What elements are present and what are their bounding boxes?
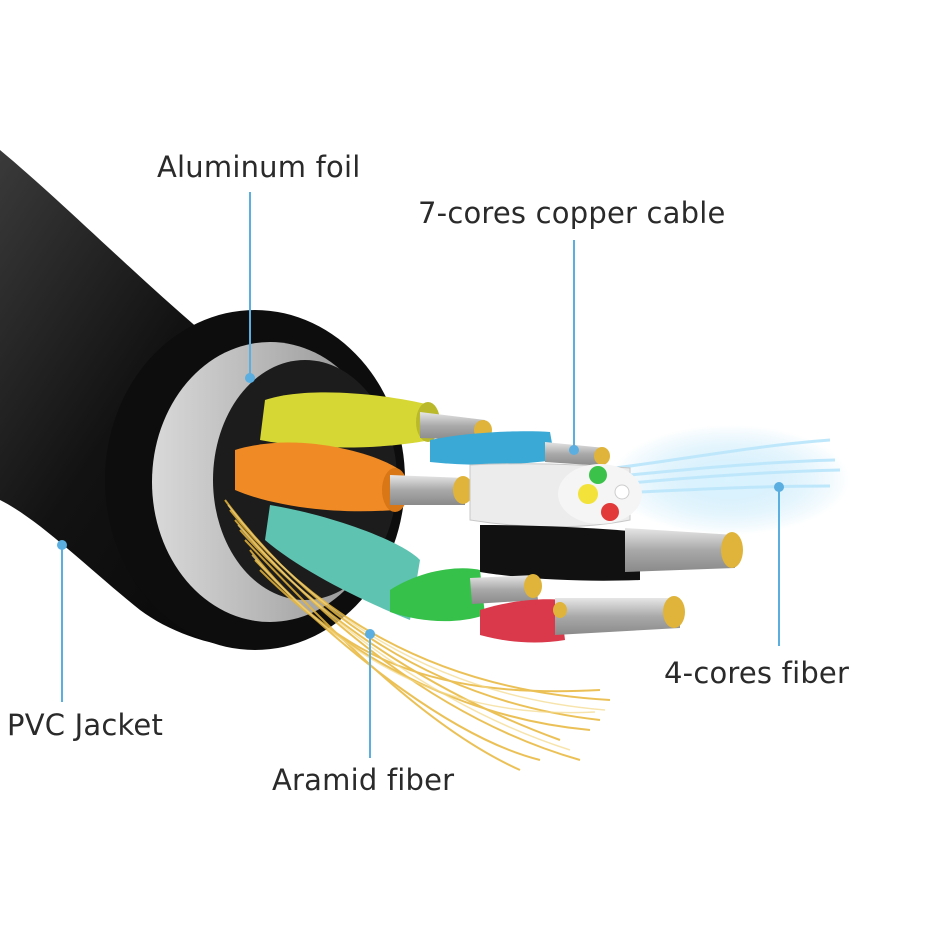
fiber-yellow [578,484,598,504]
fiber-bundle-end [558,464,642,524]
copper-strand-red [555,598,680,635]
leader-lines [61,192,780,758]
label-copper-cable: 7-cores copper cable [418,196,726,230]
yellow-core [260,392,430,448]
copper-strand-yellow [420,412,485,440]
label-aramid-fiber: Aramid fiber [272,763,455,797]
fiber-red [601,503,619,521]
dot-aramid-fiber [365,629,375,639]
teal-filler [265,505,420,620]
copper-strand-orange [390,475,465,505]
copper-end-small [553,602,567,618]
dot-fiber [774,482,784,492]
dot-pvc-jacket [57,540,67,550]
fiber-white [614,484,630,500]
fiber-green [589,466,607,484]
label-aluminum-foil: Aluminum foil [157,150,361,184]
label-pvc-jacket: PVC Jacket [7,708,164,742]
black-core [480,525,640,581]
aramid-fiber-strands-light [227,504,606,751]
fiber-glow [610,425,850,535]
red-core [480,599,565,643]
leader-dots [57,373,784,639]
copper-end-green [524,574,542,598]
blue-core [430,431,555,465]
green-core [390,568,485,622]
dot-aluminum-foil [245,373,255,383]
copper-end-orange [453,476,473,504]
dot-copper-cable [569,445,579,455]
copper-strand-green [470,575,538,604]
label-fiber: 4-cores fiber [664,656,850,690]
copper-end-black [721,532,743,568]
copper-end-red [663,596,685,628]
orange-core [235,442,400,512]
copper-strand-black [625,528,735,572]
copper-end-blue [594,447,610,465]
